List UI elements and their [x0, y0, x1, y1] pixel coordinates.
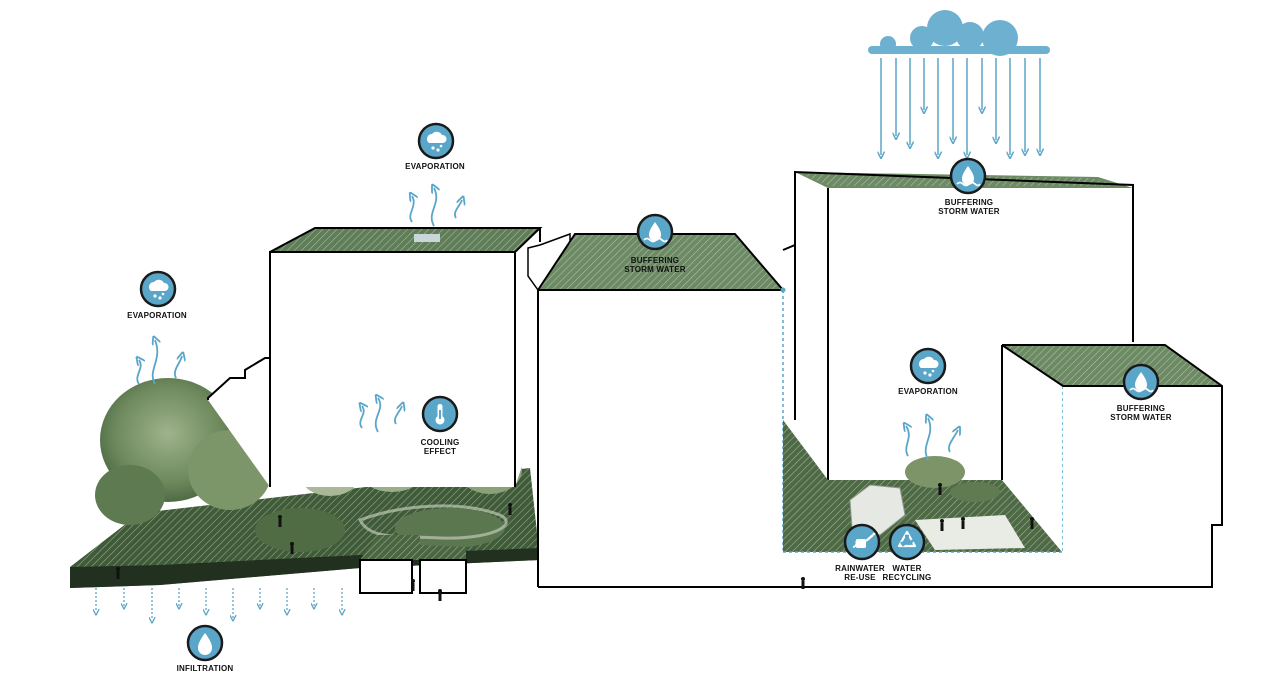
person-figure: [801, 577, 805, 589]
watering-can-icon: [843, 523, 881, 561]
building-left: [207, 227, 543, 487]
building-right: [794, 170, 1134, 480]
water-drop-icon: [186, 624, 224, 662]
connector-outline: [782, 243, 796, 420]
building-left-outline: [269, 227, 543, 487]
evaporation-roof-label: EVAPORATION: [405, 162, 465, 171]
evaporation-icon: [909, 347, 947, 385]
evaporation-arrows: [137, 188, 958, 461]
people: [116, 483, 1034, 601]
downpipe-node: [780, 287, 786, 293]
building-middle-facade: [538, 290, 783, 587]
rain-cloud-icon: [868, 10, 1050, 155]
building-middle-roof-hatch: [538, 234, 783, 290]
building-left-facade: [270, 252, 540, 487]
building-left-roof-hatch: [270, 228, 540, 252]
building-annex-outline: [207, 357, 271, 487]
building-right-low: [538, 344, 1223, 588]
person-figure: [940, 519, 944, 531]
building-right-low-outline: [538, 344, 1223, 588]
shrub: [255, 508, 345, 552]
building-middle: [527, 232, 796, 587]
evaporation-courtyard-label: EVAPORATION: [898, 387, 958, 396]
recycle-icon: [888, 523, 926, 561]
evaporation-left-label: EVAPORATION: [127, 311, 187, 320]
person-figure: [411, 579, 415, 591]
building-right-low-facade: [1063, 386, 1222, 587]
person-figure: [1030, 517, 1034, 529]
water-drop-wave-icon: [636, 213, 674, 251]
thermometer-icon: [421, 395, 459, 433]
tree: [95, 465, 165, 525]
person-figure: [508, 503, 512, 515]
building-right-side: [795, 172, 828, 480]
person-figure: [278, 515, 282, 527]
person-figure: [438, 589, 442, 601]
pavilion-box: [419, 559, 467, 594]
courtyard-tree: [905, 456, 965, 488]
evaporation-icon: [417, 122, 455, 160]
courtyard: [783, 386, 1064, 553]
building-right-low-roof-hatch: [1002, 345, 1222, 386]
building-right-facade: [828, 188, 1133, 480]
skylight: [414, 234, 440, 242]
pavilion-box: [359, 559, 413, 594]
pavilion-roof-hatch: [360, 535, 466, 560]
person-figure: [116, 567, 120, 579]
person-figure: [290, 542, 294, 554]
infiltration-arrows: [96, 588, 342, 620]
person-figure: [961, 517, 965, 529]
infiltration-label: INFILTRATION: [176, 664, 234, 673]
person-figure: [938, 483, 942, 495]
water-drop-wave-icon: [1122, 363, 1160, 401]
courtyard-shrub: [950, 482, 1000, 502]
water-drop-wave-icon: [949, 157, 987, 195]
evaporation-icon: [139, 270, 177, 308]
